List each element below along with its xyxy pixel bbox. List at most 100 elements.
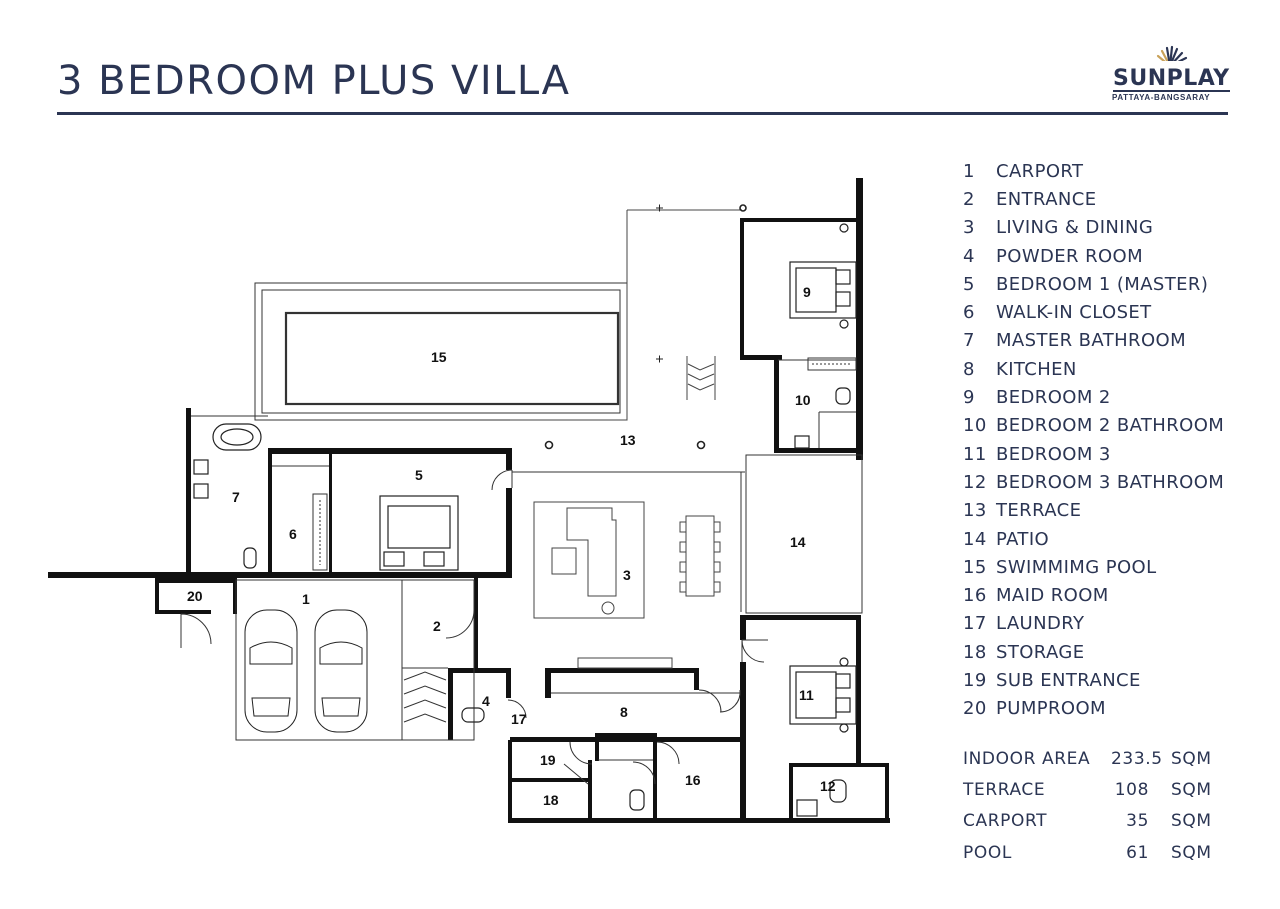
legend-label: BEDROOM 1 (MASTER) bbox=[996, 273, 1209, 295]
legend-item: 4 POWDER ROOM bbox=[963, 242, 1224, 270]
room-number-9: 9 bbox=[803, 284, 811, 300]
logo-underline bbox=[1113, 90, 1230, 92]
room-number-1: 1 bbox=[302, 591, 310, 607]
legend-item: 5 BEDROOM 1 (MASTER) bbox=[963, 270, 1224, 298]
area-label: TERRACE bbox=[963, 779, 1046, 800]
legend-label: TERRACE bbox=[996, 500, 1082, 522]
legend-number: 2 bbox=[963, 188, 975, 210]
room-number-18: 18 bbox=[543, 792, 559, 808]
car-icon-right bbox=[314, 609, 368, 733]
legend-label: BEDROOM 2 bbox=[996, 387, 1111, 409]
room-number-6: 6 bbox=[289, 526, 297, 542]
legend-item: 17 LAUNDRY bbox=[963, 610, 1224, 638]
area-unit: SQM bbox=[1171, 748, 1212, 769]
legend-number: 6 bbox=[963, 302, 975, 324]
room-number-4: 4 bbox=[482, 693, 490, 709]
legend-label: MAID ROOM bbox=[996, 585, 1109, 607]
area-row: INDOOR AREA 233.5 SQM bbox=[963, 743, 1212, 774]
car-icon-left bbox=[244, 609, 298, 733]
legend-number: 15 bbox=[963, 556, 987, 578]
legend-label: SUB ENTRANCE bbox=[996, 669, 1141, 691]
legend-label: KITCHEN bbox=[996, 358, 1077, 380]
terrace-outline bbox=[510, 209, 742, 421]
room-number-13: 13 bbox=[620, 432, 636, 448]
bedroom3-bed-icon bbox=[789, 657, 857, 733]
legend-item: 14 PATIO bbox=[963, 525, 1224, 553]
legend-number: 20 bbox=[963, 698, 987, 720]
legend-item: 9 BEDROOM 2 bbox=[963, 383, 1224, 411]
legend-number: 14 bbox=[963, 528, 987, 550]
entrance-steps bbox=[402, 667, 448, 723]
legend-label: LAUNDRY bbox=[996, 613, 1085, 635]
legend-number: 18 bbox=[963, 641, 987, 663]
legend-number: 3 bbox=[963, 217, 975, 239]
door-swings bbox=[180, 469, 768, 785]
legend-number: 4 bbox=[963, 245, 975, 267]
area-row: TERRACE 108 SQM bbox=[963, 774, 1212, 805]
bedroom2-bed-icon bbox=[789, 223, 857, 329]
area-value: 108 bbox=[1114, 779, 1149, 800]
legend-item: 7 MASTER BATHROOM bbox=[963, 327, 1224, 355]
legend-label: ENTRANCE bbox=[996, 188, 1097, 210]
room-number-12: 12 bbox=[820, 778, 836, 794]
legend-item: 13 TERRACE bbox=[963, 497, 1224, 525]
legend-item: 15 SWIMMIMG POOL bbox=[963, 553, 1224, 581]
area-unit: SQM bbox=[1171, 779, 1212, 800]
area-label: POOL bbox=[963, 842, 1012, 863]
area-value: 233.5 bbox=[1111, 748, 1163, 769]
room-number-8: 8 bbox=[620, 704, 628, 720]
legend-label: PATIO bbox=[996, 528, 1050, 550]
room-number-20: 20 bbox=[187, 588, 203, 604]
room-number-2: 2 bbox=[433, 618, 441, 634]
room-number-15: 15 bbox=[431, 349, 447, 365]
logo-name: SUNPLAY bbox=[1113, 66, 1230, 91]
sunplay-logo: SUNPLAY PATTAYA-BANGSARAY bbox=[1100, 44, 1240, 108]
room-number-3: 3 bbox=[623, 567, 631, 583]
legend-item: 2 ENTRANCE bbox=[963, 185, 1224, 213]
room-number-7: 7 bbox=[232, 489, 240, 505]
legend-number: 9 bbox=[963, 387, 975, 409]
thin-walls bbox=[191, 359, 863, 761]
legend-label: WALK-IN CLOSET bbox=[996, 302, 1152, 324]
area-label: INDOOR AREA bbox=[963, 748, 1091, 769]
logo-subtitle: PATTAYA-BANGSARAY bbox=[1112, 93, 1211, 102]
terrace-column-icons bbox=[544, 204, 747, 450]
bathroom-fixtures bbox=[193, 387, 851, 817]
master-bed-icon bbox=[379, 495, 459, 571]
legend-number: 13 bbox=[963, 500, 987, 522]
walls bbox=[48, 178, 890, 823]
room-number-11: 11 bbox=[799, 687, 814, 703]
legend-label: BEDROOM 2 BATHROOM bbox=[996, 415, 1225, 437]
legend-label: MASTER BATHROOM bbox=[996, 330, 1187, 352]
room-number-10: 10 bbox=[795, 392, 811, 408]
legend-number: 17 bbox=[963, 613, 987, 635]
legend-item: 6 WALK-IN CLOSET bbox=[963, 298, 1224, 326]
legend-label: SWIMMIMG POOL bbox=[996, 556, 1157, 578]
room-number-18-sub: 19 bbox=[540, 752, 556, 768]
legend-label: POWDER ROOM bbox=[996, 245, 1144, 267]
room-number-17: 17 bbox=[511, 711, 527, 727]
legend-label: CARPORT bbox=[996, 160, 1084, 182]
terrace-marker-icons bbox=[656, 204, 663, 363]
area-value: 35 bbox=[1126, 811, 1149, 832]
legend-label: BEDROOM 3 bbox=[996, 443, 1111, 465]
living-furniture bbox=[533, 501, 721, 669]
closet-rack bbox=[312, 357, 857, 571]
legend-number: 7 bbox=[963, 330, 975, 352]
area-value: 61 bbox=[1126, 842, 1149, 863]
legend-number: 10 bbox=[963, 415, 987, 437]
legend-number: 5 bbox=[963, 273, 975, 295]
area-label: CARPORT bbox=[963, 811, 1048, 832]
